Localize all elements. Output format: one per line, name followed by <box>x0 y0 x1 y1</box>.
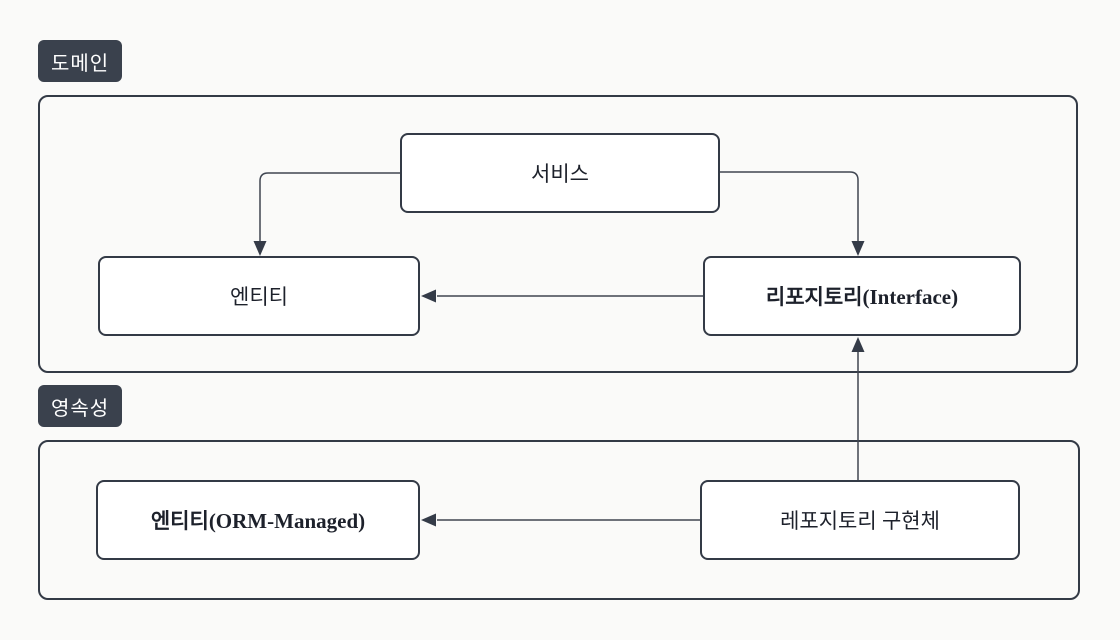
node-service-label: 서비스 <box>531 162 589 186</box>
node-entity: 엔티티 <box>98 256 420 336</box>
node-entity-orm-label: 엔티티(ORM-Managed) <box>150 509 366 533</box>
group-badge-persistence: 영속성 <box>38 385 123 427</box>
node-repository-impl: 레포지토리 구현체 <box>700 480 1020 560</box>
node-repository-impl-label: 레포지토리 구현체 <box>780 509 940 533</box>
group-badge-domain-label: 도메인 <box>51 52 110 75</box>
node-entity-orm: 엔티티(ORM-Managed) <box>96 480 420 560</box>
node-entity-label: 엔티티 <box>230 285 288 309</box>
group-container-persistence <box>38 440 1080 600</box>
node-repository-interface-label: 리포지토리(Interface) <box>765 285 959 309</box>
group-badge-persistence-label: 영속성 <box>51 397 110 420</box>
group-container-domain <box>38 95 1078 373</box>
node-repository-interface: 리포지토리(Interface) <box>703 256 1021 336</box>
group-badge-domain: 도메인 <box>38 40 123 82</box>
node-service: 서비스 <box>400 133 720 213</box>
